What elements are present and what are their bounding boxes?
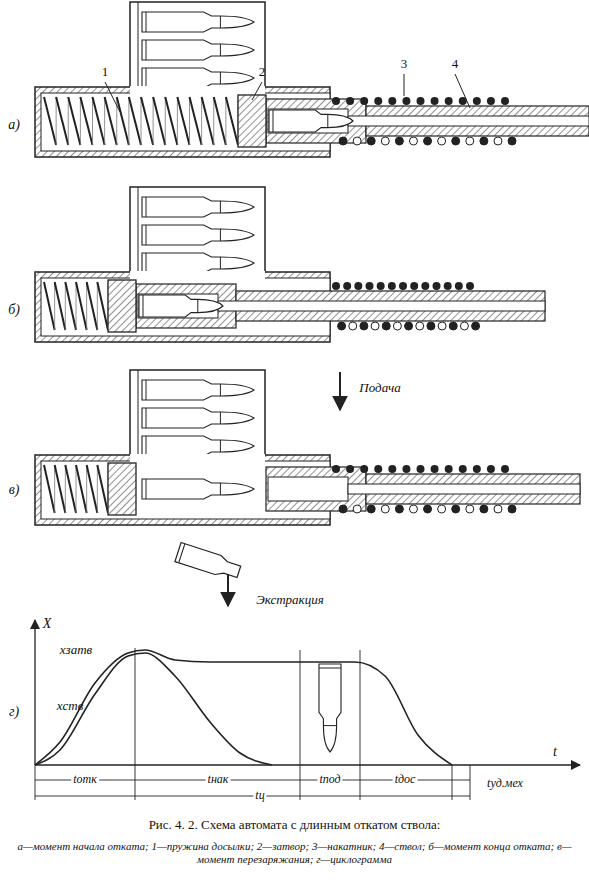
bolt bbox=[108, 463, 136, 515]
bolt bbox=[108, 280, 136, 332]
cartridge bbox=[142, 479, 254, 499]
weapon-scheme bbox=[35, 187, 545, 342]
view-letter: б) bbox=[8, 302, 20, 317]
view-letter: г) bbox=[9, 704, 19, 719]
feed-arrow bbox=[339, 372, 341, 410]
magazine bbox=[130, 2, 265, 88]
cartridge bbox=[142, 225, 254, 245]
cartridge bbox=[142, 436, 254, 456]
time-label: tотк bbox=[71, 773, 99, 786]
callout-number: 4 bbox=[452, 57, 459, 71]
ejected-case bbox=[175, 542, 242, 581]
leader-line bbox=[455, 74, 470, 108]
extraction-arrow bbox=[227, 574, 229, 606]
cartridge bbox=[142, 380, 254, 400]
cartridge bbox=[319, 664, 341, 752]
curve-label: xств bbox=[57, 699, 84, 713]
recoil-spring bbox=[332, 465, 516, 513]
bolt-curve bbox=[35, 650, 452, 765]
cartridge bbox=[142, 253, 254, 273]
caption: Рис. 4. 2. Схема автомата с длинным отка… bbox=[10, 818, 579, 833]
motion-label: Экстракция bbox=[256, 593, 323, 607]
view-letter: а) bbox=[8, 117, 20, 132]
time-label: tнак bbox=[206, 773, 231, 786]
leader-line bbox=[105, 82, 120, 112]
bolt bbox=[238, 95, 266, 147]
leader-line bbox=[252, 82, 262, 100]
axis-label: X bbox=[43, 616, 52, 631]
recoil-spring bbox=[332, 97, 516, 145]
feed-spring bbox=[44, 97, 238, 145]
curve-label: xзатв bbox=[60, 643, 92, 657]
barrel-curve bbox=[35, 653, 272, 765]
cartridge bbox=[142, 12, 254, 32]
recoil-spring bbox=[332, 282, 480, 330]
time-label: tуд.мех bbox=[487, 777, 523, 790]
barrel bbox=[266, 99, 589, 143]
callout-number: 1 bbox=[102, 65, 109, 79]
cartridge bbox=[142, 408, 254, 428]
feed-spring bbox=[44, 465, 108, 513]
cartridge bbox=[142, 40, 254, 60]
weapon-scheme bbox=[35, 370, 580, 525]
time-label: tдос bbox=[393, 773, 418, 786]
barrel bbox=[136, 284, 545, 328]
leader-line bbox=[404, 74, 405, 96]
time-label: tпод bbox=[317, 773, 342, 786]
cartridge bbox=[142, 197, 254, 217]
motion-label: Подача bbox=[359, 381, 400, 395]
magazine bbox=[130, 187, 265, 273]
legend-text: а—момент начала отката; 1—пружина досылк… bbox=[14, 840, 575, 865]
callout-number: 3 bbox=[401, 57, 408, 71]
cartridge bbox=[142, 68, 254, 88]
weapon-scheme bbox=[35, 2, 589, 157]
cartridge bbox=[269, 110, 353, 132]
time-label: tц bbox=[253, 789, 266, 802]
view-letter: в) bbox=[9, 482, 20, 497]
callout-number: 2 bbox=[259, 65, 266, 79]
cyclogram bbox=[35, 620, 580, 800]
magazine bbox=[130, 370, 265, 456]
axis-label: t bbox=[553, 744, 557, 759]
feed-spring bbox=[44, 282, 108, 330]
barrel bbox=[266, 467, 580, 511]
cartridge bbox=[139, 295, 223, 317]
